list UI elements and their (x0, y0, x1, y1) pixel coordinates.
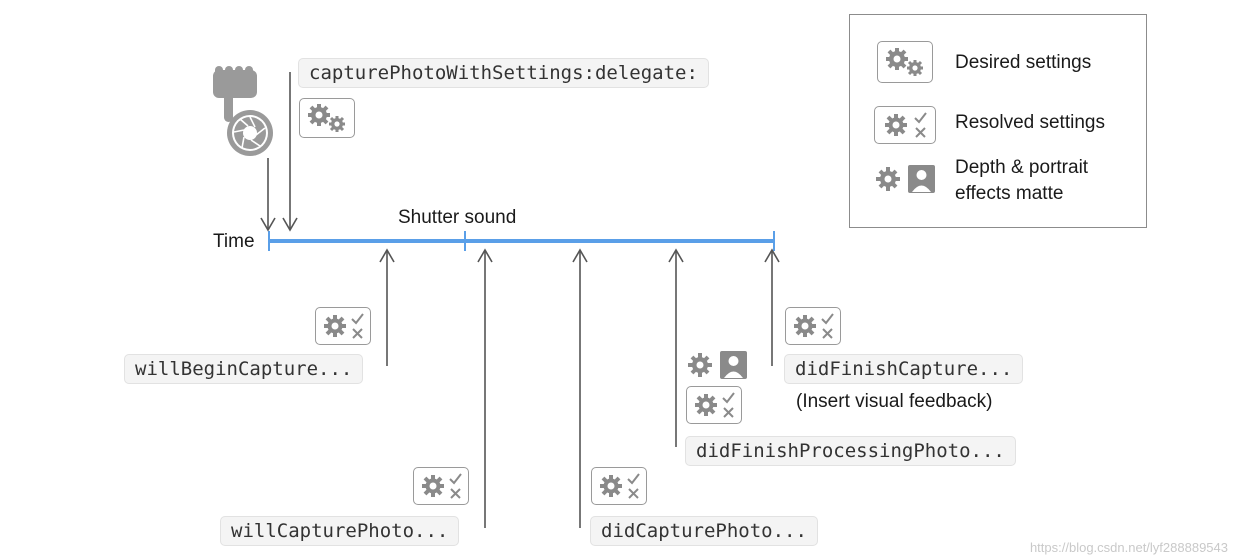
depth-portrait-matte-icon (872, 163, 938, 195)
arrow-capture-call (282, 72, 298, 232)
depth-portrait-matte-icon (684, 349, 750, 381)
legend-depth-label-line2: effects matte (955, 183, 1064, 204)
did-finish-capture-callback: didFinishCapture... (784, 354, 1024, 384)
legend-desired-label: Desired settings (955, 52, 1092, 73)
resolved-settings-icon (413, 467, 469, 505)
arrow-did-finish-capture (764, 248, 780, 366)
insert-visual-feedback-note: (Insert visual feedback) (796, 391, 993, 412)
arrow-did-capture (572, 248, 588, 528)
hand-press-shutter-icon (210, 64, 280, 160)
legend-depth-label-line1: Depth & portrait (955, 157, 1089, 178)
resolved-settings-icon (874, 106, 936, 144)
shutter-sound-label: Shutter sound (398, 207, 517, 228)
arrow-will-capture (477, 248, 493, 528)
arrow-shutter-press (260, 158, 276, 232)
legend-resolved-label: Resolved settings (955, 112, 1105, 133)
arrow-will-begin (379, 248, 395, 366)
will-begin-capture-callback: willBeginCapture... (124, 354, 364, 384)
legend: Desired settings Resolved settings (849, 14, 1147, 228)
resolved-settings-icon (785, 307, 841, 345)
desired-settings-icon (877, 41, 933, 83)
time-label: Time (213, 231, 255, 252)
capture-photo-call: capturePhotoWithSettings:delegate: (298, 58, 709, 88)
resolved-settings-icon (315, 307, 371, 345)
did-finish-processing-photo-callback: didFinishProcessingPhoto... (685, 436, 1016, 466)
desired-settings-icon (299, 98, 355, 138)
will-capture-photo-callback: willCapturePhoto... (220, 516, 460, 546)
resolved-settings-icon (591, 467, 647, 505)
resolved-settings-icon (686, 386, 742, 424)
did-capture-photo-callback: didCapturePhoto... (590, 516, 818, 546)
watermark: https://blog.csdn.net/lyf288889543 (1029, 540, 1228, 555)
arrow-did-finish-processing (668, 248, 684, 447)
